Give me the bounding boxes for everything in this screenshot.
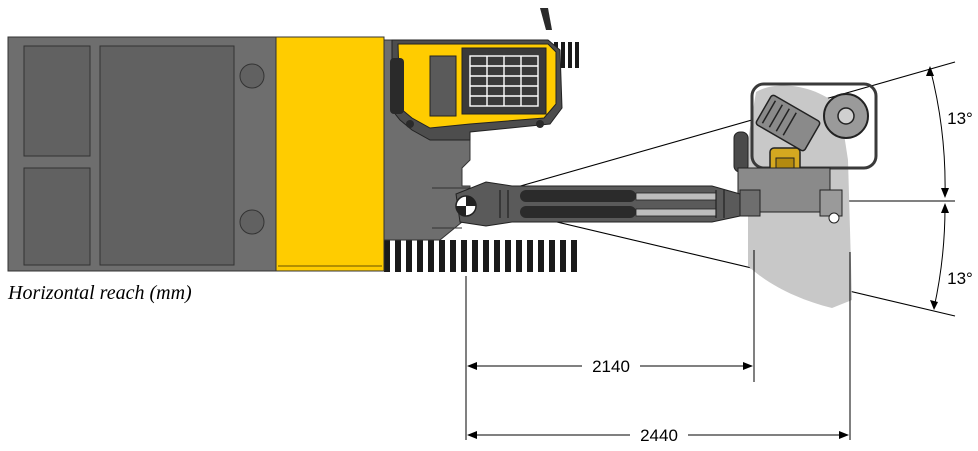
chassis	[7, 36, 279, 272]
angle-arc-lower: 13°	[930, 203, 973, 310]
boom-arm	[455, 181, 761, 227]
lower-angle-label: 13°	[947, 269, 973, 288]
dimension-2440: 2440	[467, 426, 849, 445]
operator-cabin	[390, 8, 563, 141]
reach-short-label: 2140	[592, 357, 630, 376]
dimension-2140: 2140	[467, 357, 753, 376]
extension-lines	[465, 250, 851, 440]
upper-angle-label: 13°	[947, 109, 973, 128]
lower-track	[384, 240, 577, 272]
yellow-cover	[275, 36, 385, 272]
drill-head	[733, 82, 878, 308]
angle-arc-upper: 13°	[926, 66, 973, 198]
reach-long-label: 2440	[640, 426, 678, 445]
diagram-caption: Horizontal reach (mm)	[8, 282, 192, 304]
